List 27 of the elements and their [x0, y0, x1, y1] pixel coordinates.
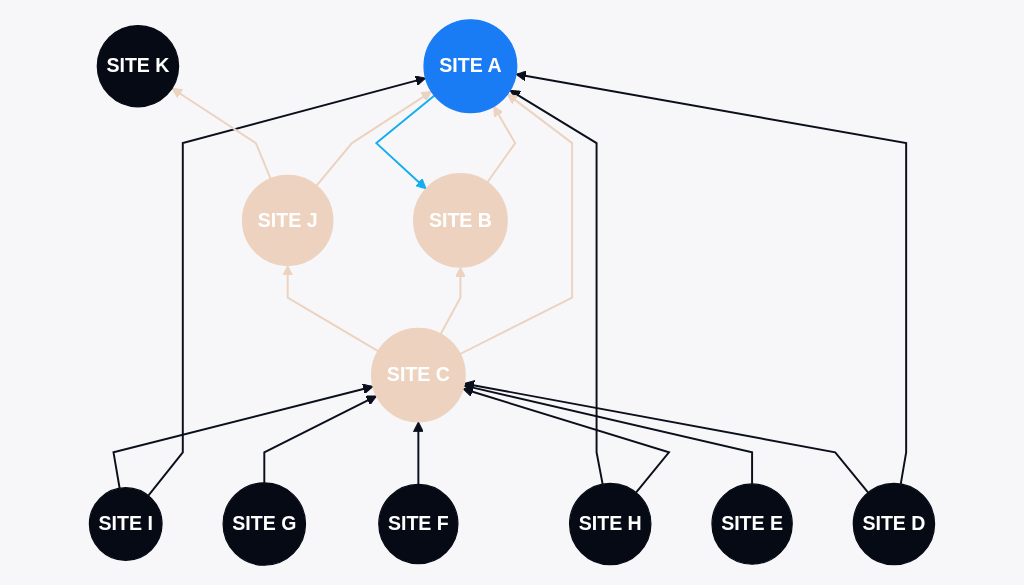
arrow: [509, 89, 604, 486]
arrow: [282, 265, 380, 353]
arrow: [515, 70, 908, 485]
arrow: [463, 380, 870, 494]
node-circle: SITE E: [711, 483, 793, 565]
arrow: [315, 90, 432, 187]
node-circle: SITE H: [569, 482, 652, 566]
node-circle: SITE G: [222, 482, 307, 566]
node-circle: SITE F: [378, 483, 459, 565]
arrow: [459, 93, 574, 355]
node-circle: SITE B: [413, 173, 508, 268]
node-circle: SITE K: [96, 24, 180, 108]
node-circle: SITE J: [241, 174, 334, 267]
node-circle: SITE A: [423, 19, 518, 114]
arrow: [439, 266, 466, 335]
arrow: [374, 94, 436, 190]
node-circle: SITE I: [88, 487, 163, 561]
node-circle: SITE C: [370, 327, 466, 423]
arrow: [147, 75, 427, 497]
arrow: [112, 383, 374, 490]
arrow: [413, 421, 424, 486]
arrow: [171, 87, 272, 180]
arrow: [463, 382, 754, 485]
arrow: [462, 386, 671, 494]
node-circle: SITE D: [852, 482, 936, 566]
arrow: [263, 395, 378, 484]
arrow: [486, 105, 517, 184]
